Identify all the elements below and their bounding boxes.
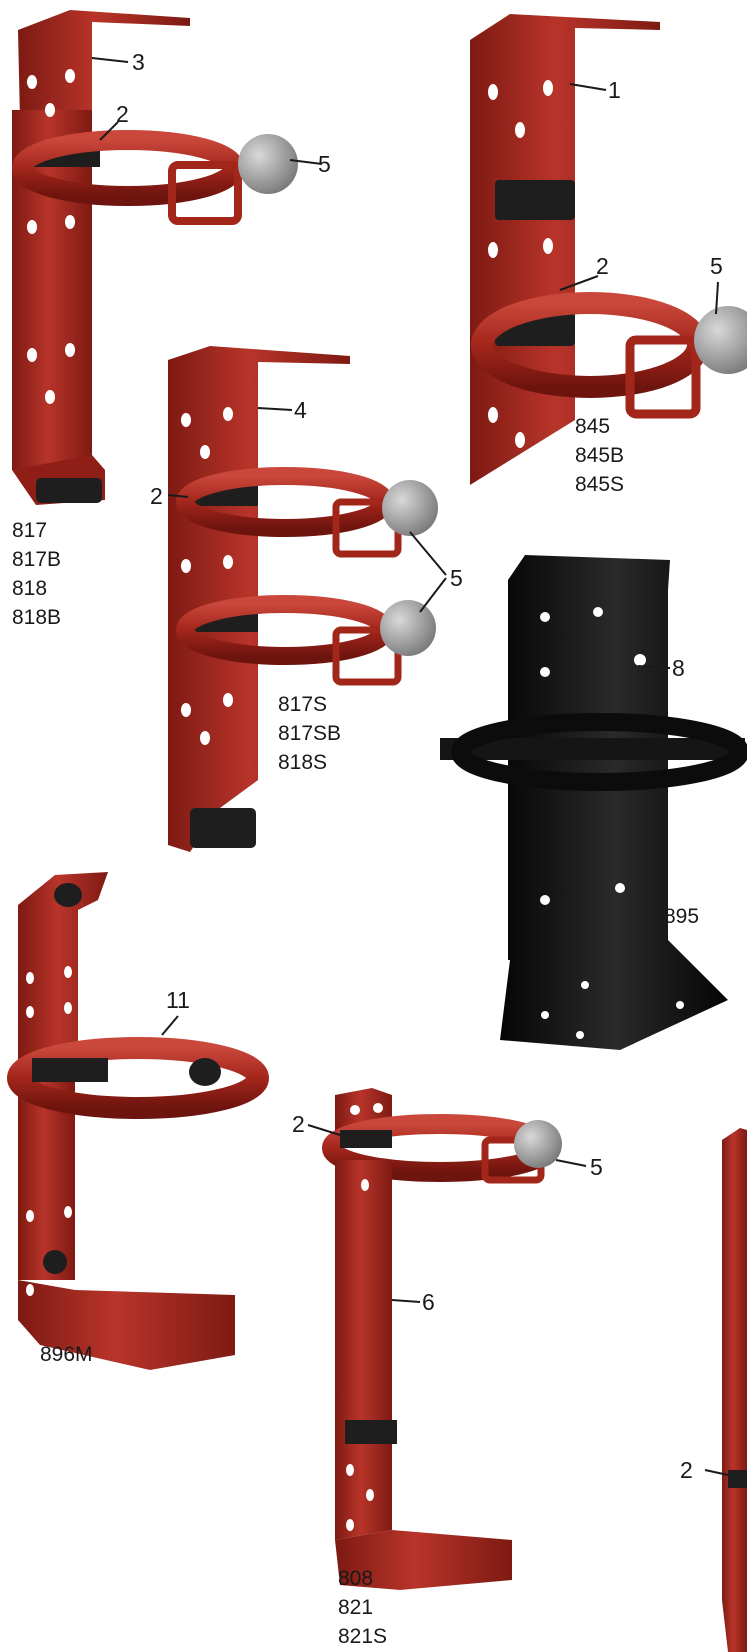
model-number: 817S <box>278 693 328 716</box>
callout-5: 5 <box>710 253 723 279</box>
model-group-817: 817 817B 818 818B <box>12 516 61 632</box>
callout-8: 8 <box>672 655 685 681</box>
callout-3: 3 <box>132 49 145 75</box>
bracket-817 <box>12 10 298 505</box>
bracket-845 <box>470 14 747 485</box>
model-group-845: 845 845B 845S <box>575 412 624 499</box>
callout-1: 1 <box>608 77 621 103</box>
bracket-895 <box>440 555 747 1050</box>
callout-2: 2 <box>680 1457 693 1483</box>
model-number: 818 <box>12 577 48 600</box>
model-number: 818B <box>12 606 62 629</box>
model-group-808: 808 821 821S <box>338 1564 387 1651</box>
model-number: 845S <box>575 473 625 496</box>
model-number: 896M <box>40 1343 93 1366</box>
model-number: 818S <box>278 751 328 774</box>
bracket-896m <box>7 872 269 1370</box>
bracket-partial-right <box>722 1128 747 1652</box>
model-number: 821 <box>338 1596 374 1619</box>
bracket-808 <box>322 1088 562 1590</box>
model-number: 817B <box>12 548 62 571</box>
model-number: 895 <box>664 905 700 928</box>
model-number: 808 <box>338 1567 374 1590</box>
bracket-817s <box>168 346 438 852</box>
callout-4: 4 <box>294 397 307 423</box>
callout-5: 5 <box>590 1154 603 1180</box>
callout-2: 2 <box>116 101 129 127</box>
callout-2: 2 <box>150 483 163 509</box>
model-group-896m: 896M <box>40 1340 93 1369</box>
callout-2: 2 <box>292 1111 305 1137</box>
callout-6: 6 <box>422 1289 435 1315</box>
callout-11: 11 <box>166 987 190 1013</box>
model-group-895: 895 <box>664 902 699 931</box>
model-number: 817SB <box>278 722 342 745</box>
model-number: 845 <box>575 415 611 438</box>
callout-5: 5 <box>318 151 331 177</box>
model-number: 845B <box>575 444 625 467</box>
leader-lines <box>91 57 729 1476</box>
model-number: 817 <box>12 519 48 542</box>
callout-2: 2 <box>596 253 609 279</box>
model-number: 821S <box>338 1625 388 1648</box>
model-group-817s: 817S 817SB 818S <box>278 690 341 777</box>
callout-5: 5 <box>450 565 463 591</box>
